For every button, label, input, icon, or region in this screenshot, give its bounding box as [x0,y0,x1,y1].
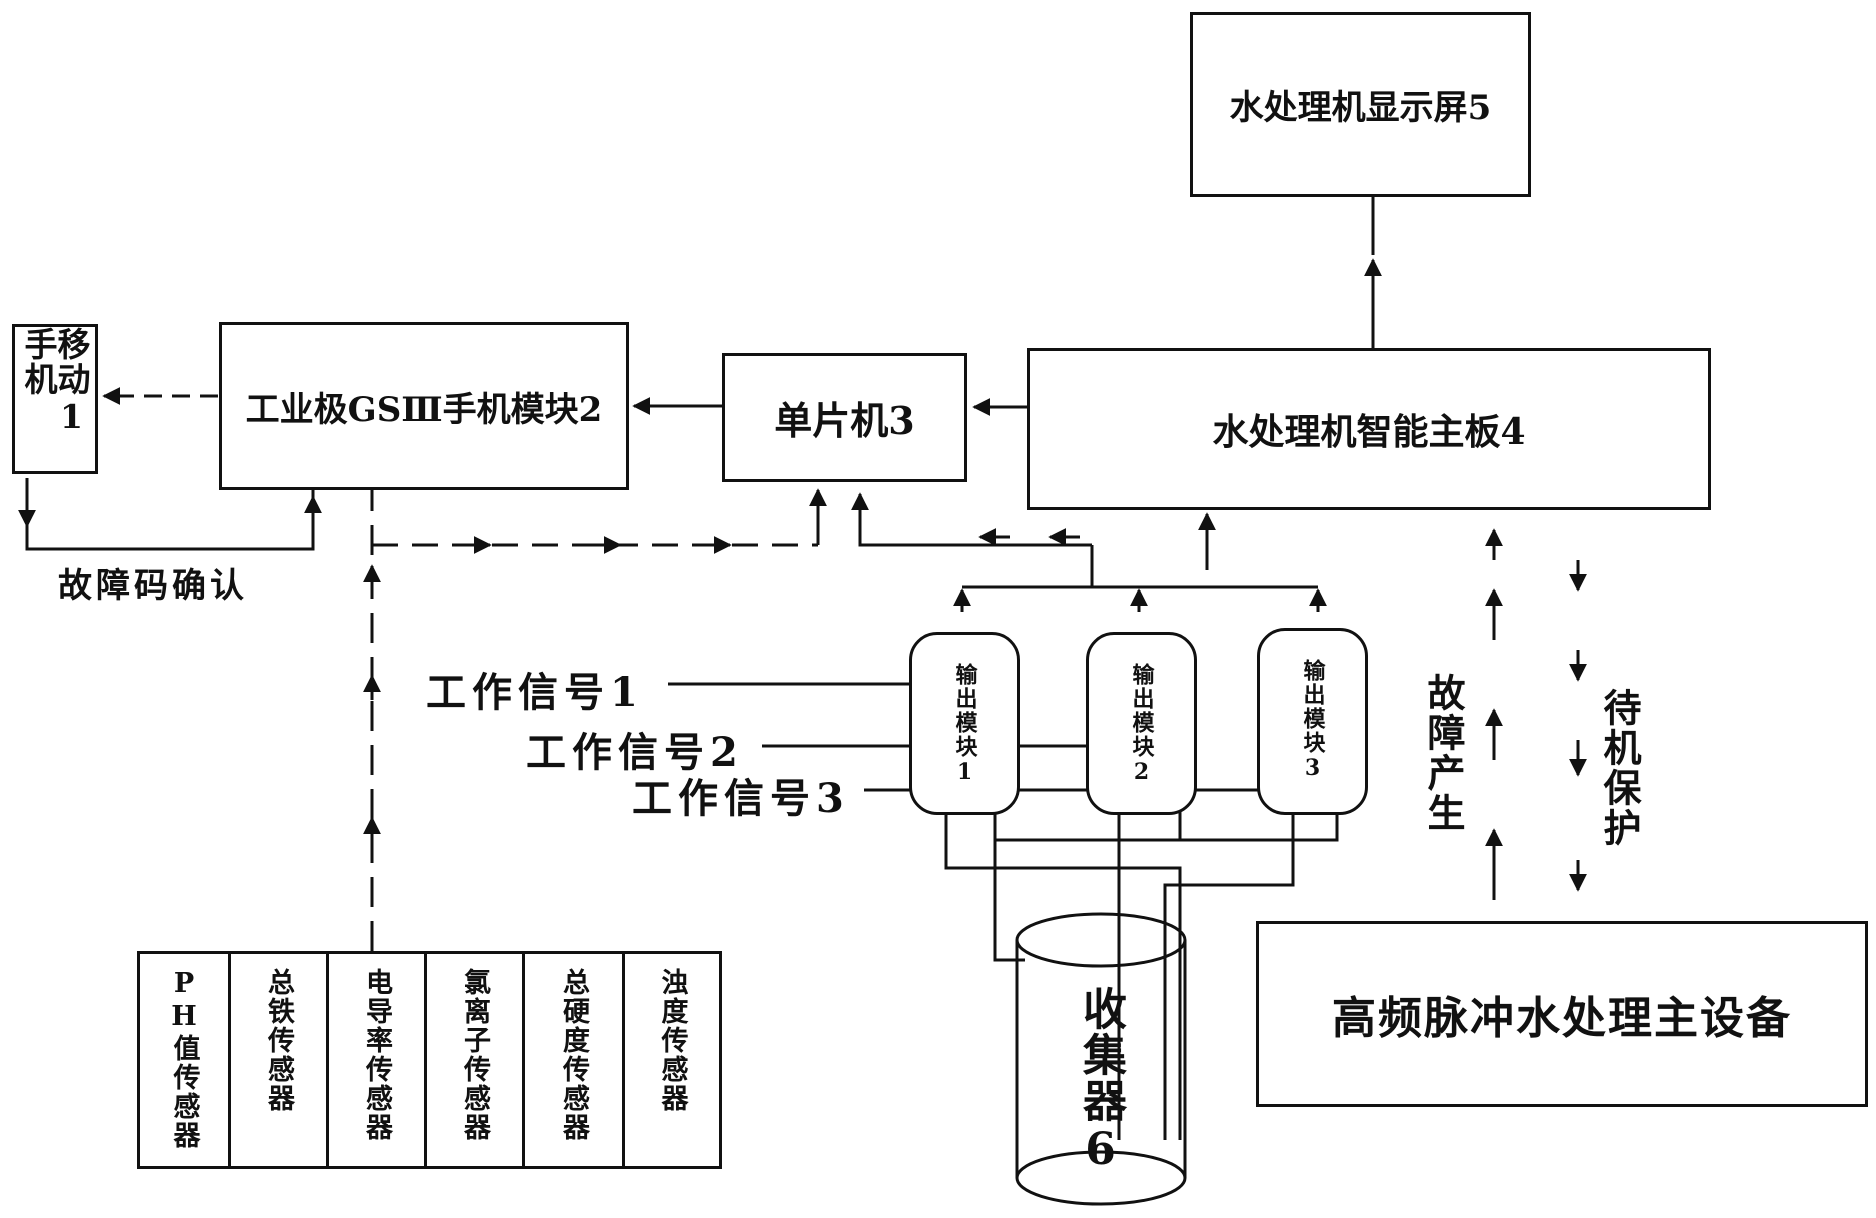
main-device-label: 高频脉冲水处理主设备 [1332,993,1792,1044]
gsm-module-label: 工业极GSⅢ手机模块2 [245,389,603,430]
work-signal-3-label: 工作信号3 [632,775,850,822]
display-screen-box: 水处理机显示屏5 [1190,12,1531,197]
sensor-conductivity-label: 电导率传感器 [361,968,392,1142]
sensor-chloride: 氯离子传感器 [427,954,525,1166]
output-module-1-label: 输出模块1 [951,663,978,787]
fault-confirm-label: 故障码确认 [58,566,248,606]
work-signal-2-label: 工作信号2 [526,729,744,776]
work-signal-1-label: 工作信号1 [426,669,644,716]
sensor-array: PH值传感器 总铁传感器 电导率传感器 氯离子传感器 总硬度传感器 浊度传感器 [137,951,722,1169]
mcu-box: 单片机3 [722,353,967,482]
display-screen-label: 水处理机显示屏5 [1229,88,1492,128]
sensor-total-iron-label: 总铁传感器 [263,968,294,1113]
collector-top [1015,912,1187,968]
sensor-turbidity-label: 浊度传感器 [656,968,688,1113]
sensor-total-iron: 总铁传感器 [231,954,329,1166]
output-module-3: 输出模块3 [1257,628,1368,815]
output-module-1: 输出模块1 [909,632,1020,815]
output-module-3-label: 输出模块3 [1299,659,1326,783]
mcu-label: 单片机3 [774,398,915,443]
wire-module1b-to-collector [993,812,1025,962]
sensor-chloride-label: 氯离子传感器 [459,968,490,1142]
sensor-total-hardness: 总硬度传感器 [525,954,625,1166]
sensor-conductivity: 电导率传感器 [329,954,427,1166]
wire-module3-to-collector [1163,812,1295,1140]
mobile-phone-box: 移动1手机 [12,324,98,474]
main-device-box: 高频脉冲水处理主设备 [1256,921,1868,1107]
output-module-2: 输出模块2 [1086,632,1197,815]
wire-module1-to-collector [944,812,1182,1140]
collector-label: 收集器6 [1075,986,1126,1177]
wire-module2b-to-collector [1172,812,1182,842]
smart-board-label: 水处理机智能主板4 [1212,411,1526,453]
fault-occur-label: 故障产生 [1421,673,1466,833]
standby-protect-label: 待机保护 [1597,688,1642,848]
sensor-ph-label: PH值传感器 [168,968,200,1150]
mobile-phone-label: 移动1手机 [19,327,91,438]
sensor-total-hardness-label: 总硬度传感器 [558,968,589,1142]
gsm-module-box: 工业极GSⅢ手机模块2 [219,322,629,490]
sensor-ph: PH值传感器 [140,954,231,1166]
sensor-turbidity: 浊度传感器 [625,954,719,1166]
output-module-2-label: 输出模块2 [1128,663,1155,787]
wire-module3b-to-collector [995,812,1339,842]
smart-board-box: 水处理机智能主板4 [1027,348,1711,510]
